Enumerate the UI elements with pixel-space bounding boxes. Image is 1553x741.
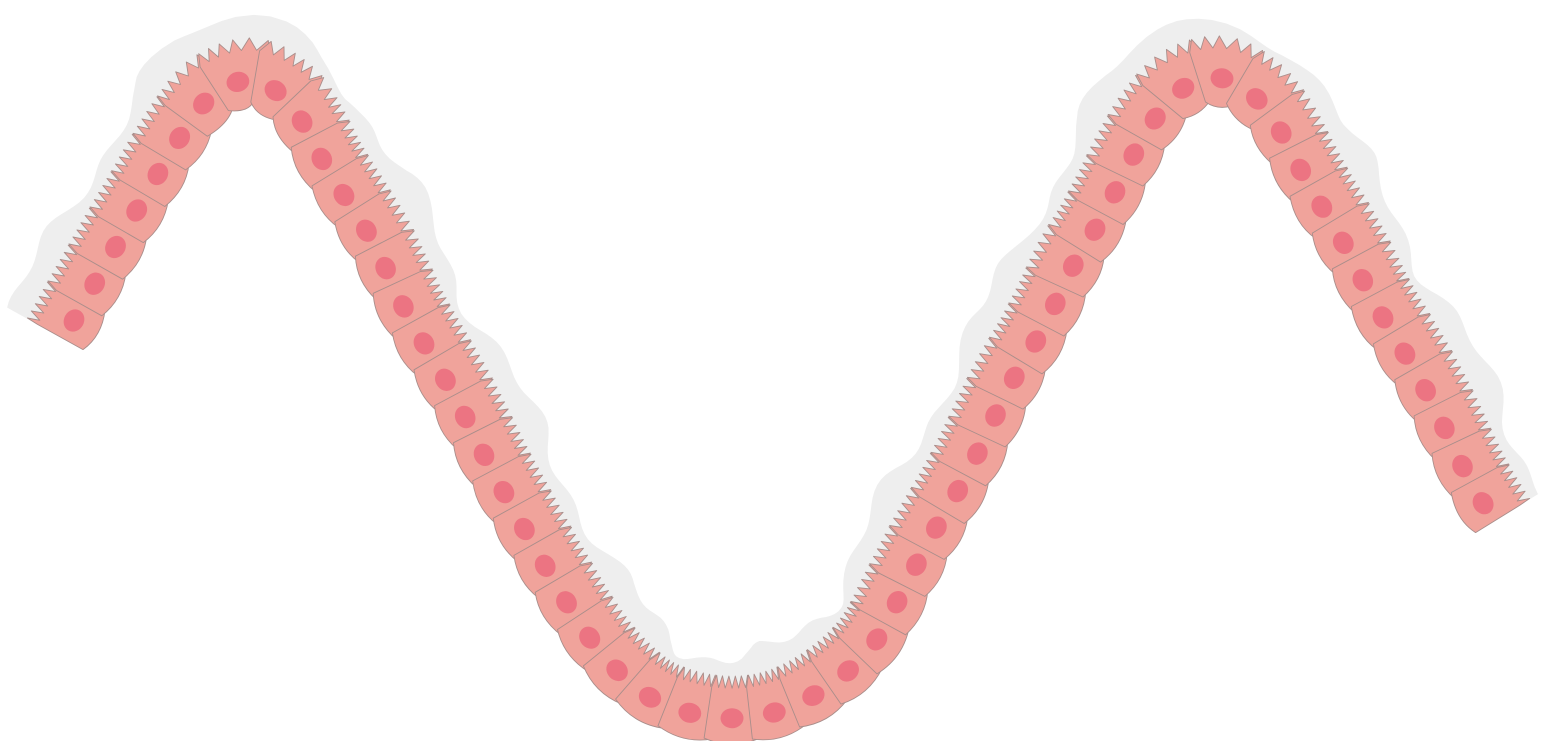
nucleus-icon <box>762 702 786 723</box>
nucleus-icon <box>435 368 456 391</box>
nucleus-icon <box>1394 342 1416 365</box>
nucleus-icon <box>169 126 191 149</box>
nucleus-icon <box>1472 492 1494 515</box>
columnar-cell-icon <box>1226 51 1305 131</box>
nucleus-icon <box>147 162 169 186</box>
nucleus-icon <box>926 516 947 539</box>
nucleus-icon <box>126 199 148 222</box>
nucleus-icon <box>720 708 744 729</box>
columnar-cell-icon <box>250 40 323 121</box>
nucleus-icon <box>866 628 888 651</box>
nucleus-icon <box>556 591 577 614</box>
nucleus-icon <box>1352 268 1374 292</box>
nucleus-icon <box>1270 121 1292 144</box>
nucleus-icon <box>1172 77 1195 99</box>
nucleus-icon <box>1434 416 1455 440</box>
nucleus-icon <box>1084 218 1106 241</box>
nucleus-icon <box>291 110 313 133</box>
nucleus-icon <box>393 295 414 318</box>
nucleus-icon <box>1452 454 1473 478</box>
nucleus-icon <box>606 659 628 682</box>
nucleus-icon <box>311 147 333 171</box>
nucleus-icon <box>1044 292 1066 316</box>
nucleus-icon <box>84 272 106 295</box>
nucleus-icon <box>1003 366 1025 389</box>
nucleus-icon <box>63 309 85 332</box>
nucleus-icon <box>375 256 396 280</box>
nucleus-icon <box>579 626 601 649</box>
nucleus-icon <box>1123 143 1145 166</box>
nucleus-icon <box>473 443 495 467</box>
nucleus-icon <box>1246 88 1268 110</box>
nucleus-icon <box>906 553 927 576</box>
nucleus-icon <box>638 686 662 708</box>
nucleus-icon <box>454 405 476 429</box>
nucleus-icon <box>678 702 702 723</box>
nucleus-icon <box>105 235 126 259</box>
nucleus-icon <box>1210 68 1234 89</box>
nucleus-icon <box>1372 306 1394 329</box>
basement-membrane <box>7 14 1541 711</box>
nucleus-icon <box>1332 231 1354 254</box>
nucleus-icon <box>264 80 287 102</box>
nucleus-icon <box>837 660 859 682</box>
nucleus-icon <box>333 183 355 207</box>
nucleus-icon <box>493 480 515 504</box>
nucleus-icon <box>1415 379 1436 402</box>
nucleus-icon <box>1311 195 1333 218</box>
cell-layer <box>26 35 1531 741</box>
nucleus-icon <box>413 332 435 355</box>
nucleus-icon <box>1144 107 1166 130</box>
nucleus-icon <box>1025 330 1047 353</box>
nucleus-icon <box>985 404 1006 427</box>
nucleus-icon <box>514 517 535 541</box>
columnar-cell-icon <box>703 674 761 741</box>
nucleus-icon <box>534 554 556 577</box>
nucleus-icon <box>1104 181 1126 204</box>
nucleus-icon <box>226 71 250 93</box>
nucleus-icon <box>355 219 377 242</box>
nucleus-icon <box>1290 158 1312 182</box>
nucleus-icon <box>1062 254 1084 277</box>
nucleus-icon <box>947 479 969 503</box>
nucleus-icon <box>802 685 825 706</box>
nucleus-icon <box>886 590 908 614</box>
nucleus-icon <box>967 442 988 465</box>
nucleus-icon <box>193 92 215 115</box>
